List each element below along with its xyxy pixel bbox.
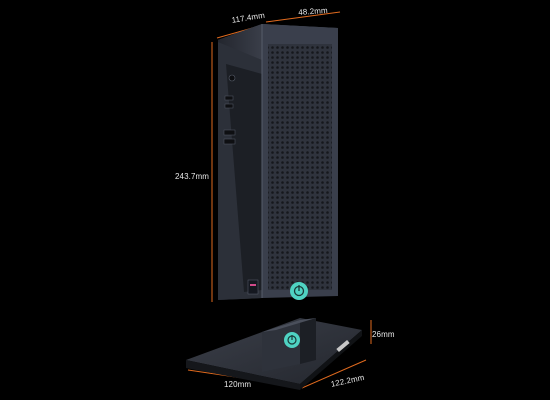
vertical-stand <box>186 318 362 390</box>
mini-pc-chassis <box>218 24 338 300</box>
stand-width-dimension-label: 120mm <box>224 380 252 389</box>
stand-height-dimension-label: 26mm <box>372 330 395 339</box>
height-dimension-label: 243.7mm <box>175 172 210 181</box>
